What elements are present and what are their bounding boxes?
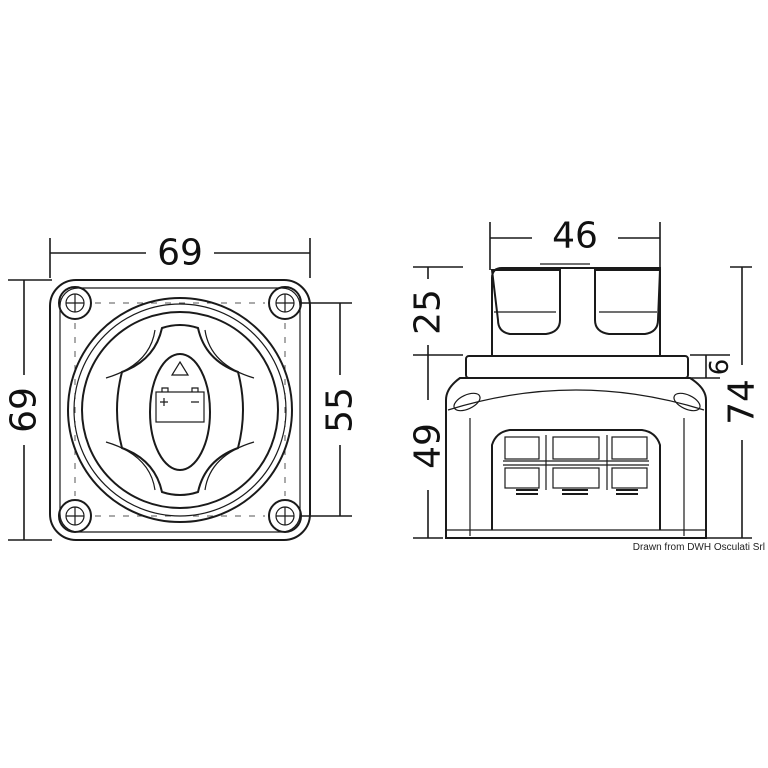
front-view: 69 69 55 (4, 233, 361, 541)
battery-icon (155, 387, 205, 423)
dimension-hole-spacing: 55 (300, 302, 361, 517)
side-view: 46 25 49 6 74 Drawn from DWH Osculati Sr… (408, 216, 766, 554)
dimension-knob-height: 25 (408, 266, 463, 356)
body-profile (445, 377, 707, 539)
dimension-flange: 6 (690, 354, 735, 379)
mounting-hole (58, 286, 92, 320)
dimension-label: 55 (320, 387, 361, 433)
dimension-label: 69 (4, 387, 45, 433)
base-plate-inner (59, 287, 301, 533)
mounting-hole (58, 499, 92, 533)
triangle-indicator-icon (170, 360, 190, 376)
flange (465, 355, 689, 379)
terminal-opening (491, 429, 661, 530)
mounting-hole (268, 499, 302, 533)
dimension-label: 46 (552, 216, 598, 257)
rotary-knob (105, 324, 255, 496)
dimension-label: 74 (722, 379, 763, 425)
dimension-total-height: 74 (706, 266, 763, 539)
mounting-holes (58, 286, 302, 533)
dimension-knob-width: 46 (489, 216, 661, 270)
credit-text: Drawn from DWH Osculati Srl (633, 542, 765, 553)
dimension-label: 25 (408, 289, 449, 335)
dimension-width: 69 (49, 233, 311, 278)
dimension-body-height: 49 (408, 355, 449, 539)
dimension-label: 49 (408, 423, 449, 469)
dimension-height: 69 (4, 279, 52, 541)
knob-grip (149, 353, 211, 471)
dimension-label: 69 (157, 233, 203, 274)
knob-profile (490, 263, 662, 355)
bezel-ring (67, 297, 293, 523)
terminal-nuts (503, 435, 649, 495)
dimension-label: 6 (705, 359, 735, 376)
base-plate-outline (49, 279, 311, 541)
mounting-hole (268, 286, 302, 320)
